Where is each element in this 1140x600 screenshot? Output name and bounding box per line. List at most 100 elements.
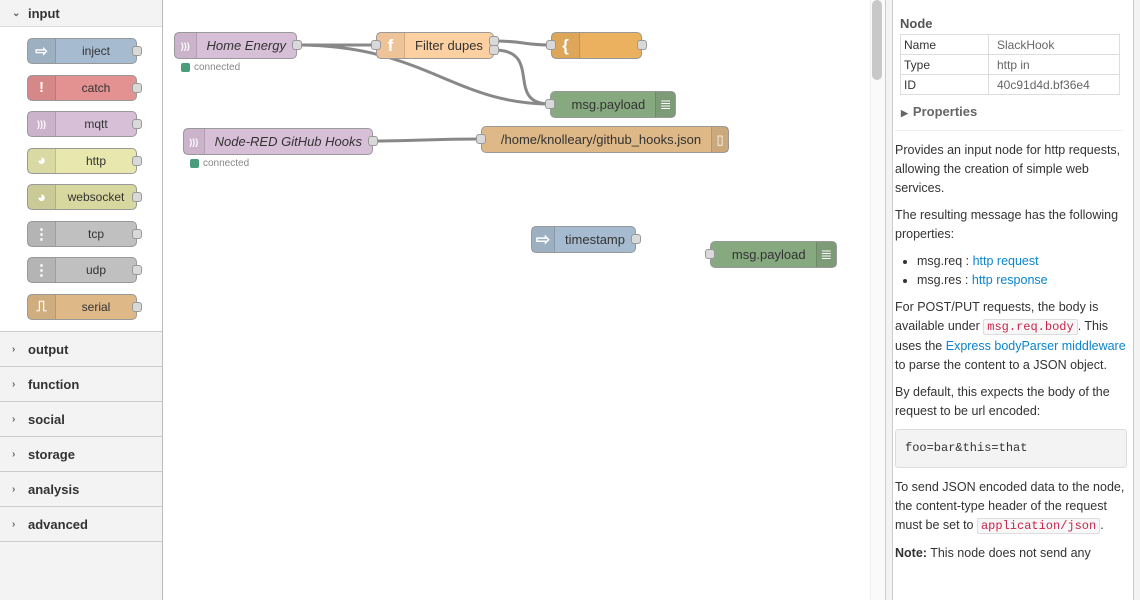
output-port — [132, 228, 142, 239]
palette-node-label: mqtt — [84, 117, 108, 131]
input-port[interactable] — [476, 134, 486, 144]
node-label: timestamp — [565, 232, 625, 247]
node-label: msg.payload — [571, 97, 646, 112]
flow-node-debug1[interactable]: msg.payload ≣ — [545, 91, 676, 118]
exclamation-icon: ! — [28, 75, 56, 100]
properties-label: Properties — [912, 104, 978, 119]
arrow-in-icon: ⇨ — [28, 39, 56, 63]
node-label: Home Energy — [206, 38, 286, 53]
flow-node-github-hooks[interactable]: ))) Node-RED GitHub Hooks — [183, 128, 378, 155]
output-port — [132, 82, 142, 93]
wire — [493, 39, 552, 47]
output-port[interactable] — [631, 234, 641, 244]
category-label: advanced — [28, 516, 88, 532]
caret-right-icon: ▶ — [901, 108, 908, 118]
help-text: To send JSON encoded data to the node, t… — [895, 480, 1125, 532]
category-label: social — [28, 411, 65, 427]
express-bodyparser-link[interactable]: Express bodyParser middleware — [945, 339, 1126, 353]
code-snippet: msg.req.body — [983, 319, 1078, 335]
list-icon: ≣ — [655, 92, 675, 117]
function-icon: f — [377, 33, 405, 58]
flow-node-debug2[interactable]: msg.payload ≣ — [705, 241, 837, 268]
palette-category-social[interactable]: › social — [0, 402, 162, 437]
input-port[interactable] — [371, 40, 381, 50]
row-value: 40c91d4d.bf36e4 — [988, 74, 1120, 95]
palette-category-advanced[interactable]: › advanced — [0, 507, 162, 542]
palette-node-websocket[interactable]: ◕websocket — [27, 184, 142, 210]
palette-node-udp[interactable]: ⋮udp — [27, 257, 142, 283]
sidebar-scrollbar[interactable] — [1133, 0, 1140, 600]
help-text: msg.res : — [917, 273, 972, 287]
category-label: analysis — [28, 481, 80, 497]
node-label: Node-RED GitHub Hooks — [214, 134, 362, 149]
palette-category-storage[interactable]: ›storage — [0, 437, 162, 472]
palette-node-label: serial — [81, 299, 111, 314]
palette-category-input[interactable]: ⌄input — [0, 0, 162, 27]
flow-node-timestamp[interactable]: ⇨timestamp — [531, 226, 641, 253]
list-icon: ≣ — [815, 242, 836, 267]
palette-node-inject[interactable]: ⇨ inject — [27, 38, 142, 64]
palette-node-http[interactable]: ◕http — [27, 147, 142, 174]
palette-node-mqtt[interactable]: )))mqtt — [27, 111, 142, 137]
palette-node-label: tcp — [87, 226, 104, 241]
palette-category-function[interactable]: › function — [0, 367, 162, 402]
output-port — [132, 46, 142, 56]
palette-category-output[interactable]: ›output — [0, 332, 162, 367]
help-text: . This uses the — [895, 319, 1109, 353]
status-text: connected — [203, 158, 250, 169]
category-label: storage — [28, 446, 75, 462]
help-paragraph: Note: This node does not send any — [895, 544, 1127, 563]
flow-canvas[interactable]: ))) Home Energy connected f Filter dupes { msg… — [164, 0, 870, 600]
node-label: Filter dupes — [415, 38, 483, 53]
flow-node-file[interactable]: /home/knolleary/github_hooks.json▯ — [476, 126, 729, 153]
category-label: function — [28, 376, 80, 392]
flow-node-filter-dupes[interactable]: f Filter dupes — [371, 32, 499, 59]
wires — [296, 39, 552, 143]
bridge-dash-icon: ⋮ — [28, 221, 56, 246]
palette-node-catch[interactable]: !catch — [27, 74, 142, 101]
node-status: connected — [190, 158, 249, 169]
palette-category-analysis[interactable]: › analysis — [0, 472, 162, 507]
help-text: msg.req : — [917, 254, 973, 268]
chevron-right-icon: › — [12, 413, 16, 425]
list-item: msg.req : http request — [917, 252, 1127, 271]
flow-node-template[interactable]: { — [546, 32, 647, 59]
help-text: to parse the content to a JSON object. — [895, 358, 1107, 372]
bridge-icon: ))) — [184, 129, 205, 154]
http-request-link[interactable]: http request — [972, 254, 1039, 268]
input-port[interactable] — [545, 99, 555, 109]
sidebar-resize-handle[interactable] — [885, 0, 893, 600]
output-port[interactable] — [368, 136, 378, 146]
globe-icon: ◕ — [28, 148, 56, 173]
canvas-scrollbar[interactable] — [872, 0, 882, 80]
help-text: . — [1100, 518, 1104, 532]
output-port — [132, 265, 142, 275]
canvas-scrollbar-track[interactable] — [870, 0, 885, 600]
input-port[interactable] — [705, 249, 715, 259]
status-dot-icon — [181, 63, 190, 72]
palette-node-label: inject — [81, 44, 110, 58]
palette: ⌄input ⇨ inject !catch )))mqtt ◕http ◕websock… — [0, 0, 163, 600]
chevron-right-icon: › — [12, 483, 16, 495]
help-text: This node does not send any — [926, 546, 1091, 560]
help-text: Provides an input node for http requests… — [895, 143, 1121, 195]
code-block: foo=bar&this=that — [895, 429, 1127, 468]
help-paragraph: For POST/PUT requests, the body is avail… — [895, 298, 1127, 375]
palette-node-tcp[interactable]: ⋮ tcp — [27, 220, 142, 247]
globe-icon: ◕ — [28, 185, 56, 209]
node-label: msg.payload — [731, 247, 806, 262]
bridge-icon: ))) — [175, 33, 197, 58]
node-section-title: Node — [900, 16, 933, 31]
flow-node-home-energy[interactable]: ))) Home Energy — [174, 32, 302, 59]
chevron-right-icon: › — [12, 378, 16, 390]
palette-node-serial[interactable]: ⎍serial — [27, 293, 142, 320]
output-port[interactable] — [292, 40, 302, 50]
input-port[interactable] — [546, 40, 556, 50]
properties-toggle[interactable]: ▶ Properties — [901, 104, 977, 119]
output-port[interactable] — [637, 40, 647, 50]
output-port[interactable] — [489, 45, 499, 55]
palette-node-label: udp — [85, 263, 107, 277]
http-response-link[interactable]: http response — [971, 273, 1048, 287]
chevron-right-icon: › — [12, 518, 16, 530]
